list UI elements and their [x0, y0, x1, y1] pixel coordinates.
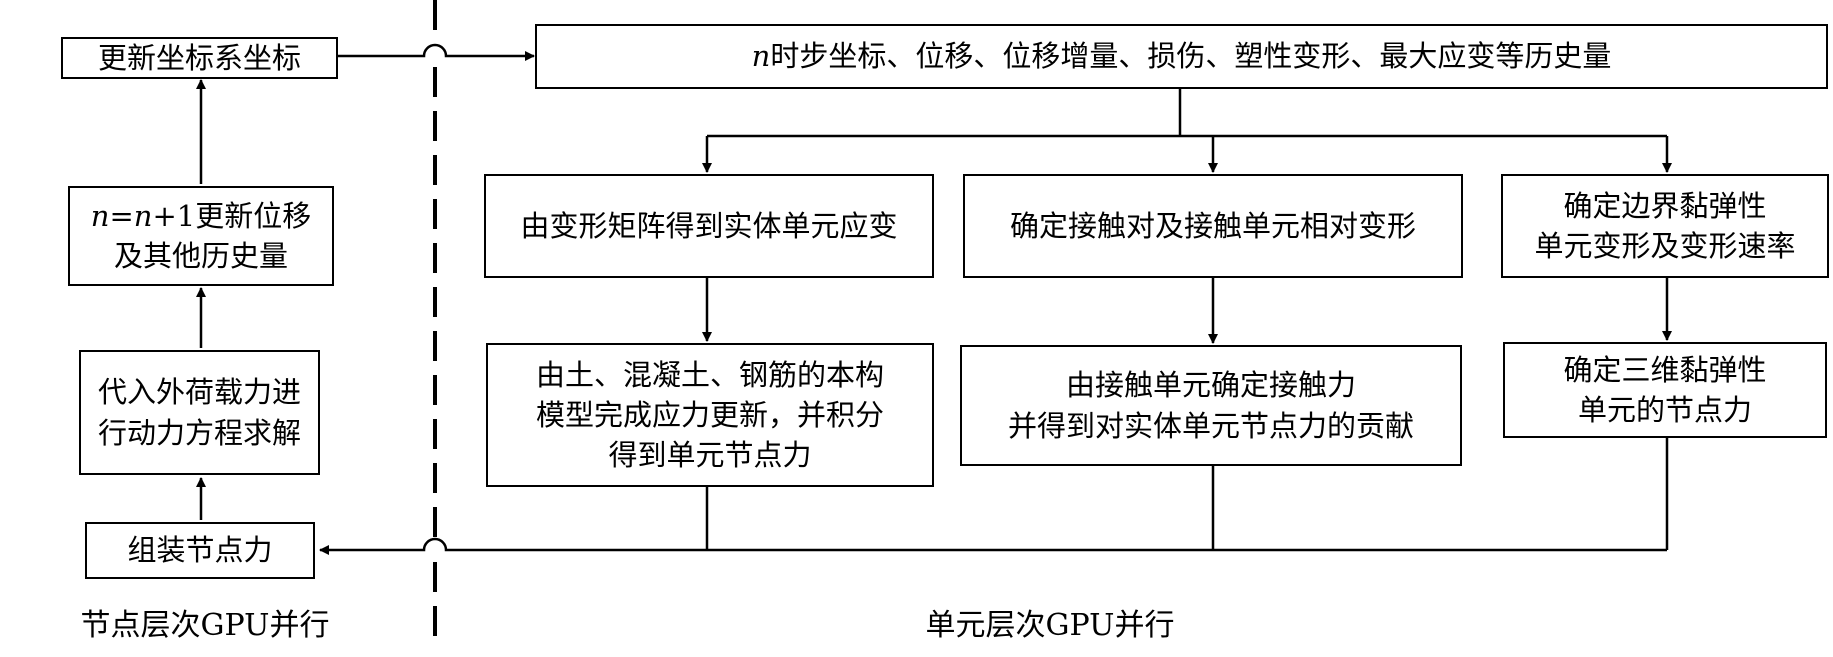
- contact-deformation-box: 确定接触对及接触单元相对变形: [963, 174, 1463, 278]
- contact-deformation-label: 确定接触对及接触单元相对变形: [1009, 208, 1416, 243]
- arrow-collect-to-assemble: [319, 537, 1667, 555]
- viscoelastic-force-line2: 单元的节点力: [1577, 393, 1752, 427]
- stress-update-box: 由土、混凝土、钢筋的本构 模型完成应力更新，并积分 得到单元节点力: [486, 343, 934, 487]
- update-displacement-line2: 及其他历史量: [113, 239, 288, 273]
- element-level-caption: 单元层次GPU并行: [925, 608, 1175, 643]
- solve-dynamics-line2: 行动力方程求解: [97, 415, 301, 450]
- viscoelastic-deformation-box: 确定边界黏弹性 单元变形及变形速率: [1501, 174, 1829, 278]
- assemble-forces-box: 组装节点力: [85, 522, 315, 579]
- solid-strain-box: 由变形矩阵得到实体单元应变: [484, 174, 934, 278]
- update-coords-label: 更新坐标系坐标: [97, 41, 301, 75]
- history-variables-box: n时步坐标、位移、位移增量、损伤、塑性变形、最大应变等历史量: [535, 24, 1828, 89]
- viscoelastic-force-line1: 确定三维黏弹性: [1563, 352, 1767, 387]
- arrow-coords-to-history: [338, 43, 535, 61]
- viscoelastic-deformation-line2: 单元变形及变形速率: [1534, 229, 1796, 263]
- solid-strain-label: 由变形矩阵得到实体单元应变: [520, 208, 898, 243]
- contact-force-line1: 由接触单元确定接触力: [1065, 368, 1356, 403]
- contact-force-line2: 并得到对实体单元节点力的贡献: [1007, 408, 1414, 443]
- assemble-forces-label: 组装节点力: [127, 533, 273, 568]
- viscoelastic-deformation-line1: 确定边界黏弹性: [1563, 188, 1767, 223]
- update-displacement-line1: n=n+1更新位移: [90, 198, 312, 233]
- collection-bus: [705, 438, 1669, 550]
- stress-update-line1: 由土、混凝土、钢筋的本构: [535, 357, 884, 392]
- node-level-caption: 节点层次GPU并行: [80, 608, 330, 643]
- stress-update-line3: 得到单元节点力: [608, 438, 812, 472]
- viscoelastic-force-box: 确定三维黏弹性 单元的节点力: [1503, 342, 1827, 438]
- contact-force-box: 由接触单元确定接触力 并得到对实体单元节点力的贡献: [960, 345, 1462, 466]
- update-coords-box: 更新坐标系坐标: [61, 37, 338, 79]
- history-variables-label: n时步坐标、位移、位移增量、损伤、塑性变形、最大应变等历史量: [751, 39, 1612, 74]
- distribution-bus: [707, 89, 1667, 138]
- solve-dynamics-line1: 代入外荷载力进: [97, 375, 301, 410]
- stress-update-line2: 模型完成应力更新，并积分: [535, 397, 884, 432]
- update-displacement-box: n=n+1更新位移 及其他历史量: [68, 186, 334, 286]
- solve-dynamics-box: 代入外荷载力进 行动力方程求解: [79, 350, 320, 475]
